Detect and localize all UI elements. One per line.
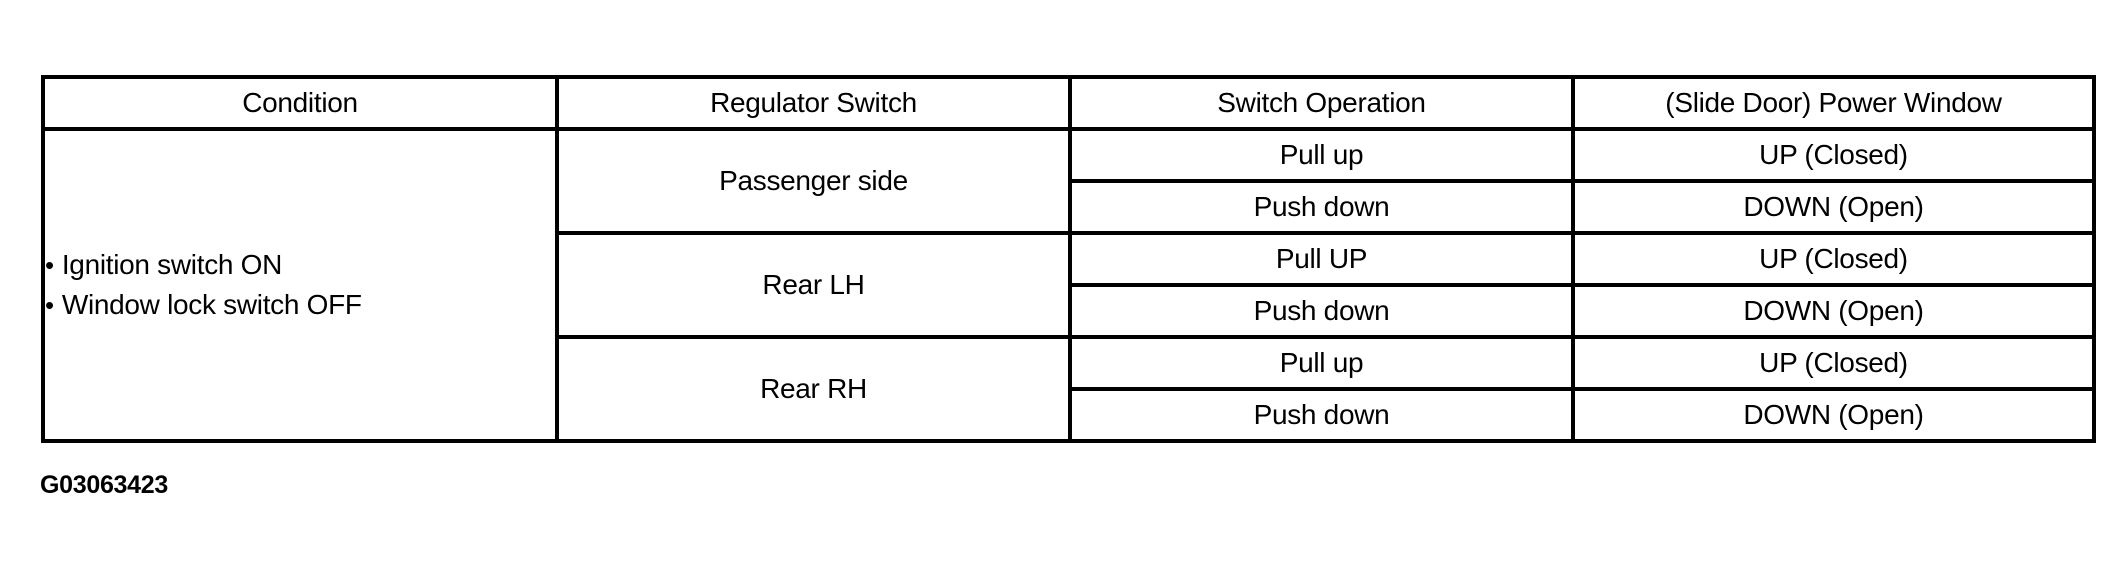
regulator-switch-cell: Rear LH: [555, 231, 1072, 339]
switch-operation-cell: Push down: [1068, 179, 1575, 235]
regulator-switch-cell: Passenger side: [555, 127, 1072, 235]
power-window-cell: UP (Closed): [1571, 231, 2096, 287]
figure-id-label: G03063423: [40, 471, 168, 499]
condition-item-label: Ignition switch ON: [61, 249, 283, 280]
switch-operation-cell: Pull UP: [1068, 231, 1575, 287]
table-row: Push down DOWN (Open): [43, 283, 2096, 339]
table-row: • Ignition switch ON • Window lock switc…: [41, 127, 2096, 443]
power-window-cell: UP (Closed): [1571, 335, 2096, 391]
condition-item: • Ignition switch ON: [45, 245, 555, 285]
header-condition: Condition: [41, 75, 559, 131]
power-window-cell: DOWN (Open): [1571, 387, 2096, 443]
power-window-cell: DOWN (Open): [1571, 283, 2096, 339]
header-regulator-switch: Regulator Switch: [555, 75, 1072, 131]
table-header-row: Condition Regulator Switch Switch Operat…: [41, 75, 2096, 131]
power-window-cell: UP (Closed): [1571, 127, 2096, 183]
bullet-icon: •: [45, 290, 54, 320]
condition-item: • Window lock switch OFF: [45, 285, 555, 325]
header-switch-operation: Switch Operation: [1068, 75, 1575, 131]
power-window-cell: DOWN (Open): [1571, 179, 2096, 235]
table-row: Rear RH Pull up UP (Closed): [43, 335, 2096, 443]
condition-cell: • Ignition switch ON • Window lock switc…: [41, 127, 559, 443]
bullet-icon: •: [45, 250, 54, 280]
table-row: Push down DOWN (Open): [43, 179, 2096, 235]
header-power-window: (Slide Door) Power Window: [1571, 75, 2096, 131]
regulator-switch-cell: Rear RH: [555, 335, 1072, 443]
condition-item-label: Window lock switch OFF: [61, 289, 362, 320]
table-row: Rear LH Pull UP UP (Closed): [43, 231, 2096, 339]
switch-operation-cell: Push down: [1068, 387, 1575, 443]
power-window-operation-table: Condition Regulator Switch Switch Operat…: [41, 75, 2096, 443]
switch-operation-cell: Pull up: [1068, 127, 1575, 183]
switch-operation-cell: Pull up: [1068, 335, 1575, 391]
switch-operation-cell: Push down: [1068, 283, 1575, 339]
table-row: Push down DOWN (Open): [43, 387, 2096, 443]
